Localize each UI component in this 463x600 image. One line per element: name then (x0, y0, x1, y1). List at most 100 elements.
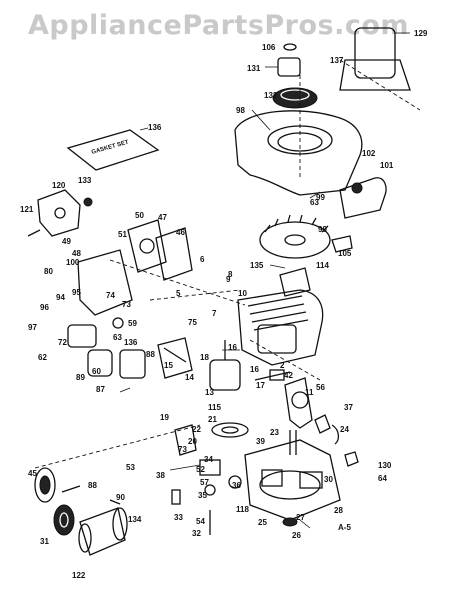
callout: 45 (28, 469, 37, 478)
callout: 64 (378, 474, 387, 483)
callout: 96 (40, 303, 49, 312)
callout: 88 (88, 481, 97, 490)
nut-133 (83, 197, 93, 207)
callout: 75 (188, 318, 197, 327)
callout: 17 (256, 381, 265, 390)
callout: 22 (192, 425, 201, 434)
callout: 95 (72, 288, 81, 297)
callout: 27 (296, 513, 305, 522)
blower-housing-98 (234, 110, 363, 196)
diagram-code: A-5 (338, 523, 351, 532)
oil-seal-26 (282, 517, 298, 527)
spring-assembly (314, 414, 359, 467)
callout: 26 (292, 531, 301, 540)
callout: 101 (380, 161, 394, 170)
callout: 38 (156, 471, 165, 480)
clutch-122 (53, 504, 75, 536)
callout: 59 (128, 319, 137, 328)
callout: 24 (340, 425, 349, 434)
callout: 21 (208, 415, 217, 424)
callout: 39 (256, 437, 265, 446)
cylinder-block (237, 289, 324, 366)
callout: 63 (310, 198, 319, 207)
callout: 87 (96, 385, 105, 394)
callout: 89 (76, 373, 85, 382)
screw-121 (27, 229, 41, 237)
callout: 36 (232, 481, 241, 490)
callout: 80 (44, 267, 53, 276)
callout: 13 (205, 388, 214, 397)
crankcase-base (244, 430, 341, 521)
callout: 11 (305, 388, 314, 397)
callout: 129 (414, 29, 428, 38)
callout: 99 (318, 225, 327, 234)
callout: 47 (158, 213, 167, 222)
clutch-housing-89 (34, 467, 56, 503)
callout: 122 (72, 571, 86, 580)
callout: 118 (236, 505, 249, 514)
callout: 114 (316, 261, 329, 270)
callout: 105 (338, 249, 352, 258)
callout: 14 (185, 373, 194, 382)
callout: 35 (198, 491, 207, 500)
callout: 131 (247, 64, 261, 73)
bearing-22 (211, 422, 249, 438)
callout: 102 (362, 149, 376, 158)
callout: 106 (262, 43, 276, 52)
alignment-line-2 (109, 259, 246, 306)
callout: 72 (58, 338, 67, 347)
callout: 51 (118, 230, 127, 239)
gasket-set-label: GASKET SET (91, 139, 130, 155)
air-filter-cover-120 (37, 189, 81, 237)
callout: 23 (270, 428, 279, 437)
callout: 88 (146, 350, 155, 359)
callout: 97 (28, 323, 37, 332)
alignment-line-6 (149, 289, 241, 301)
callout: 121 (20, 205, 34, 214)
starter-cup-131 (265, 57, 301, 77)
callout: 94 (56, 293, 65, 302)
callout: 63 (113, 333, 122, 342)
callout: 48 (72, 249, 81, 258)
washer-106 (283, 43, 297, 51)
ignition-module (279, 267, 311, 297)
watermark: AppliancePartsPros.com (28, 10, 410, 41)
callout: 37 (344, 403, 353, 412)
callout: 31 (40, 537, 49, 546)
callout: 18 (200, 353, 209, 362)
callout: 136 (124, 338, 138, 347)
callout: 133 (78, 176, 92, 185)
bracket-105 (331, 235, 353, 253)
callout: 46 (176, 228, 185, 237)
callout: 73 (178, 445, 187, 454)
callout: 130 (378, 461, 392, 470)
callout: 2 (280, 361, 285, 370)
callout: 16 (228, 343, 237, 352)
callout: 132 (264, 91, 278, 100)
callout: 19 (160, 413, 169, 422)
callout: 56 (316, 383, 325, 392)
callout: 15 (164, 361, 173, 370)
callout: 134 (128, 515, 142, 524)
callout: 49 (62, 237, 71, 246)
carburetor-gasket-47 (127, 219, 167, 273)
callout: 34 (204, 455, 213, 464)
callout: 28 (334, 506, 343, 515)
callout: 6 (200, 255, 205, 264)
carburetor-body (67, 249, 146, 379)
pin-90 (61, 485, 81, 493)
callout-labels: 129 106 131 137 132 98 136 133 120 121 1… (20, 29, 428, 580)
callout: 60 (92, 367, 101, 376)
callout: 10 (238, 289, 247, 298)
float-bowl-88 (157, 337, 193, 379)
alignment-line-5 (339, 59, 421, 111)
callout: 74 (106, 291, 115, 300)
callout: 90 (116, 493, 125, 502)
flywheel-screen (339, 27, 411, 91)
callout: 20 (188, 437, 197, 446)
callout: 62 (38, 353, 47, 362)
alignment-line-1 (34, 424, 201, 469)
callout: 30 (324, 475, 333, 484)
